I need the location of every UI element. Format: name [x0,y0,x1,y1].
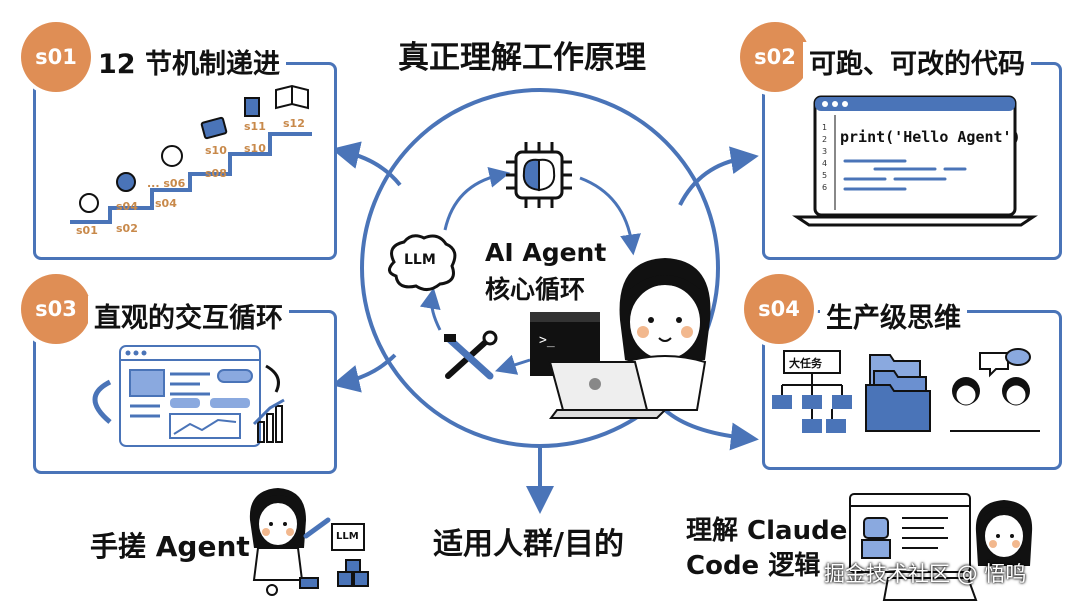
s01-staircase-graphic [70,84,312,224]
s01-step-label: s04 [116,200,138,213]
line-number: 6 [822,183,828,192]
main-title: 真正理解工作原理 [398,40,646,76]
s02-badge: s02 [740,22,810,92]
llm-brain-icon [388,234,457,291]
bottom-right-label-line1: 理解 Claude [686,516,848,546]
watermark: 掘金技术社区 @ 悟鸣 [824,562,1027,586]
line-number: 2 [822,135,828,144]
s04-task-label: 大任务 [789,357,822,370]
s02-title: 可跑、可改的代码 [803,42,1031,81]
chip-brain-icon [506,142,572,208]
s04-workflow-graphic [772,348,1040,433]
bottom-middle-label: 适用人群/目的 [433,527,624,562]
s01-title: 12 节机制递进 [92,42,286,81]
s02-code-text: print('Hello Agent') [840,128,1021,146]
s02-line-numbers: 1 2 3 4 5 6 [822,122,827,194]
line-number: 4 [822,159,828,168]
s01-step-label: ... s06 [147,177,186,190]
line-number: 5 [822,171,828,180]
s01-step-label: s11 [244,120,266,133]
s03-title: 直观的交互循环 [88,296,289,335]
center-title-line1: AI Agent [485,238,607,267]
s04-title: 生产级思维 [820,296,967,335]
center-title-line2: 核心循环 [485,275,586,304]
line-number: 1 [822,123,828,132]
s01-step-label: s02 [116,222,138,235]
s03-interaction-graphic [92,345,285,447]
s01-step-label: s10 [205,144,227,157]
s04-badge: s04 [744,274,814,344]
s01-step-label: s12 [283,117,305,130]
s02-laptop-graphic [792,95,1038,227]
bottom-right-label-line2: Code 逻辑 [686,551,821,581]
bottom-llm-chip-label: LLM [336,531,359,542]
s03-badge: s03 [21,274,91,344]
s01-step-label: s01 [76,224,98,237]
line-number: 3 [822,147,828,156]
bottom-left-label: 手搓 Agent [90,530,250,563]
tools-icon [444,330,498,380]
s01-step-label: s08 [205,167,227,180]
s01-step-label: s04 [155,197,177,210]
svg-text:>_: >_ [539,333,555,348]
bottom-right-illustration [849,493,1033,601]
llm-label: LLM [404,252,436,268]
s01-step-label: s10 [244,142,266,155]
s01-badge: s01 [21,22,91,92]
girl-laptop-illustration: >_ [530,258,711,419]
bottom-left-illustration [249,488,369,596]
